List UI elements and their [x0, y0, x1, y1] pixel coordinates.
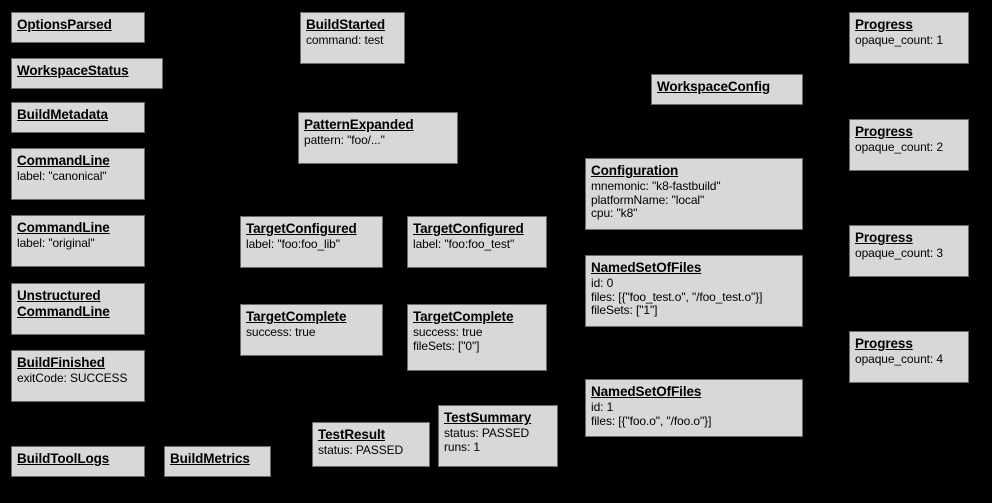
node-fields: opaque_count: 1	[855, 32, 943, 47]
node-fields: label: "original"	[17, 235, 95, 250]
node-fields: command: test	[306, 32, 384, 47]
node-title: BuildMetrics	[170, 451, 250, 466]
node-options-parsed[interactable]: OptionsParsed	[11, 12, 145, 43]
node-title: TargetConfigured	[413, 221, 524, 236]
node-fields: pattern: "foo/..."	[304, 132, 385, 147]
node-title: Progress	[855, 17, 913, 32]
node-fields: success: true fileSets: ["0"]	[413, 324, 483, 353]
node-unstructured-command-line[interactable]: Unstructured CommandLine	[11, 283, 145, 335]
node-title: OptionsParsed	[17, 17, 112, 32]
node-fields: status: PASSED runs: 1	[444, 425, 530, 454]
node-title: PatternExpanded	[304, 117, 414, 132]
node-title: TestResult	[318, 427, 386, 442]
node-title: Configuration	[591, 163, 679, 178]
node-workspace-status[interactable]: WorkspaceStatus	[11, 58, 163, 89]
node-title: TargetComplete	[246, 309, 347, 324]
node-title: Progress	[855, 124, 913, 139]
node-title: TestSummary	[444, 410, 532, 425]
node-fields: mnemonic: "k8-fastbuild" platformName: "…	[591, 178, 721, 221]
node-fields: opaque_count: 4	[855, 351, 943, 366]
node-title: NamedSetOfFiles	[591, 384, 702, 399]
node-fields: label: "canonical"	[17, 168, 107, 183]
node-fields: status: PASSED	[318, 442, 404, 457]
node-fields: label: "foo:foo_lib"	[246, 236, 340, 251]
node-title: BuildToolLogs	[17, 451, 110, 466]
node-title: CommandLine	[17, 153, 110, 168]
node-build-metadata[interactable]: BuildMetadata	[11, 102, 145, 133]
node-title: BuildFinished	[17, 355, 105, 370]
node-title: NamedSetOfFiles	[591, 260, 702, 275]
node-title: Progress	[855, 336, 913, 351]
node-build-metrics[interactable]: BuildMetrics	[164, 446, 271, 477]
node-fields: label: "foo:foo_test"	[413, 236, 515, 251]
node-fields: opaque_count: 2	[855, 139, 943, 154]
node-fields: id: 1 files: [{"foo.o", "/foo.o"}]	[591, 399, 712, 428]
node-title: WorkspaceStatus	[17, 63, 129, 78]
node-build-tool-logs[interactable]: BuildToolLogs	[11, 446, 145, 477]
node-title: TargetConfigured	[246, 221, 357, 236]
node-title: BuildStarted	[306, 17, 386, 32]
node-fields: id: 0 files: [{"foo_test.o", "/foo_test.…	[591, 275, 763, 318]
node-workspace-config[interactable]: WorkspaceConfig	[651, 74, 803, 105]
node-fields: opaque_count: 3	[855, 245, 943, 260]
node-title: Unstructured CommandLine	[17, 288, 110, 319]
node-title: WorkspaceConfig	[657, 79, 771, 94]
node-fields: success: true	[246, 324, 316, 339]
node-title: BuildMetadata	[17, 107, 108, 122]
node-title: Progress	[855, 230, 913, 245]
node-title: TargetComplete	[413, 309, 514, 324]
node-fields: exitCode: SUCCESS	[17, 370, 128, 385]
node-title: CommandLine	[17, 220, 110, 235]
